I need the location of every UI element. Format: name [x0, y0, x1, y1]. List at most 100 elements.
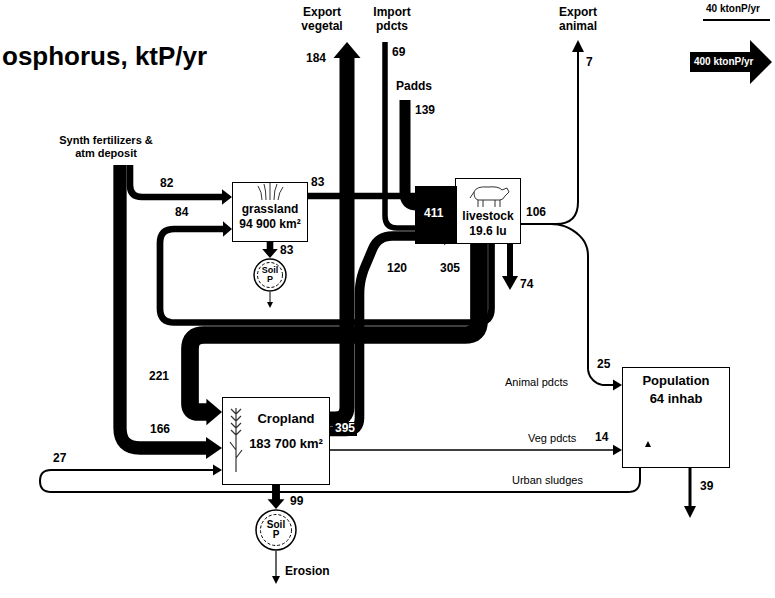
loss-flow — [507, 244, 513, 277]
flow-value: 84 — [174, 206, 189, 220]
node-value: 64 inhab — [650, 392, 703, 407]
flow-arrow — [262, 242, 278, 258]
export-flow — [556, 51, 578, 224]
flow-value: 25 — [596, 358, 611, 372]
flow-value: 74 — [520, 278, 533, 292]
flow-arrow — [330, 227, 455, 432]
node-title: Cropland — [257, 412, 314, 427]
pool-ring — [256, 510, 296, 550]
flow-value: 166 — [150, 423, 170, 437]
flow-value: 221 — [148, 370, 170, 384]
flow-band — [308, 193, 447, 200]
arrow-head — [572, 40, 584, 52]
arrow-head — [502, 276, 518, 290]
scale-label: 400 ktonP/yr — [694, 56, 753, 68]
node-title: Population — [642, 374, 709, 389]
flow-arrow — [268, 485, 285, 509]
flow-arrow — [308, 188, 455, 204]
arrow-head — [446, 188, 455, 204]
soil-pool: Soil P — [255, 509, 297, 551]
flow-name: Urban sludges — [512, 474, 583, 487]
arrow-head — [213, 465, 222, 476]
flow-value: 7 — [586, 56, 593, 70]
arrow-head — [268, 499, 285, 509]
import-flow — [385, 42, 417, 228]
arrow-head — [272, 576, 280, 584]
arrow-head — [262, 249, 278, 258]
arrow-head — [223, 221, 232, 237]
flow-arrow — [190, 244, 479, 425]
flow-band — [160, 229, 492, 323]
flow-value: 99 — [289, 495, 304, 509]
flow-value: 14 — [594, 431, 609, 445]
soil-pool: Soil P — [253, 258, 287, 292]
loss-flow — [689, 468, 692, 507]
arrow-head — [613, 445, 622, 456]
cow-icon — [470, 187, 509, 207]
sink-label: Export animal — [552, 6, 604, 34]
sink-label: Erosion — [285, 565, 330, 579]
flow-arrow — [40, 465, 640, 493]
scale-arrow — [690, 40, 772, 84]
flow-value: 69 — [392, 46, 405, 60]
flow-band — [190, 244, 479, 412]
wheat-icon — [230, 408, 242, 472]
flow-value: 305 — [440, 262, 460, 276]
node-value: 94 900 km² — [239, 218, 300, 232]
erosion-flow — [275, 551, 276, 577]
livestock-box: livestock19.6 lu — [455, 178, 521, 244]
node-title: Soil P — [259, 266, 281, 284]
flow-value: 82 — [160, 177, 173, 191]
arrow-head — [684, 506, 696, 518]
node-title: Soil P — [264, 520, 288, 540]
arrow-head — [613, 380, 622, 391]
pool-ring — [254, 259, 286, 291]
leak-flow — [270, 292, 271, 303]
flow-band — [521, 224, 614, 385]
source-label: Padds — [396, 80, 432, 94]
flow-band — [330, 449, 614, 451]
flow-value: 120 — [386, 262, 408, 276]
flow-value: 83 — [310, 176, 325, 190]
flow-arrow — [330, 445, 622, 456]
source-label: Import pdcts — [368, 6, 416, 34]
node-title: livestock — [462, 210, 513, 224]
flow-value: 83 — [279, 244, 294, 258]
marker-triangle — [645, 441, 651, 447]
flow-value: 39 — [700, 480, 713, 494]
scale-line — [703, 19, 770, 21]
arrow-head — [206, 437, 222, 459]
node-value: 183 700 km² — [249, 437, 323, 452]
land-box: Cropland 183 700 km² — [222, 397, 330, 485]
flow-band — [267, 242, 274, 250]
flow-value: 395 — [333, 422, 357, 436]
flow-name: Animal pdcts — [505, 376, 568, 389]
arrow-head — [444, 227, 455, 246]
arrow-head — [267, 302, 273, 308]
arrow-head — [222, 189, 232, 205]
land-box: grassland94 900 km² — [232, 182, 308, 242]
flow-name: Veg pdcts — [528, 432, 576, 445]
population-box: Population 64 inhab — [622, 367, 730, 468]
flow-value: 184 — [306, 52, 326, 66]
node-title: grassland — [242, 203, 299, 217]
arrow-head — [206, 399, 222, 426]
diagram-title: osphorus, ktP/yr — [2, 42, 207, 72]
pool-ring — [258, 263, 283, 288]
grass-icon — [258, 183, 283, 200]
export-flow — [330, 57, 347, 419]
source-label: Synth fertilizers & atm deposit — [50, 134, 162, 159]
pool-ring — [261, 515, 292, 546]
flow-value: 106 — [526, 206, 546, 220]
flow-arrow — [521, 224, 622, 391]
flow-value: 27 — [52, 452, 67, 466]
flow-band — [40, 468, 640, 492]
flow-value: 411 — [422, 207, 445, 221]
sink-label: Export vegetal — [296, 6, 348, 34]
node-value: 19.6 lu — [469, 225, 506, 239]
flow-value: 139 — [415, 104, 435, 118]
scale-label: 40 ktonP/yr — [706, 3, 760, 15]
fertilizer-flow — [130, 165, 223, 197]
